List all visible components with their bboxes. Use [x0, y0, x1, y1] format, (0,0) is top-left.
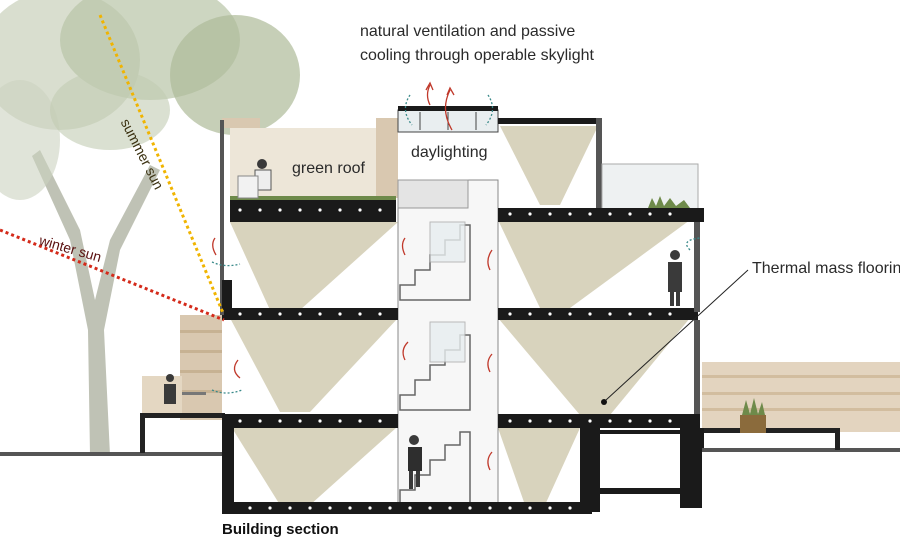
top-room-roof [498, 118, 602, 124]
tree [0, 0, 300, 455]
light-cones [230, 126, 690, 505]
daylighting-label: daylighting [411, 144, 488, 161]
thermal-mass-dot [601, 399, 607, 405]
top-room-wall [596, 118, 602, 208]
skylight [397, 106, 499, 133]
deck-fence-right [700, 362, 900, 450]
diagram-title: Building section [222, 521, 339, 538]
winter-sun-ray [0, 228, 225, 322]
ground-line [0, 452, 225, 456]
walls [220, 120, 704, 512]
ventilation-label-line1: natural ventilation and passive [360, 23, 576, 40]
green-roof-slab [230, 200, 396, 222]
ventilation-label: natural ventilation and passive cooling … [360, 20, 594, 68]
deck-fence-left [140, 315, 225, 453]
people [164, 159, 682, 489]
roof-planting-right [648, 196, 690, 208]
thermal-mass-label: Thermal mass flooring [752, 260, 900, 277]
roof-parapet-left [222, 118, 260, 128]
roof-parapet-right [376, 118, 398, 198]
green-roof-planting [230, 196, 396, 201]
floor-slabs [222, 208, 704, 514]
ventilation-label-line2: cooling through operable skylight [360, 47, 594, 64]
radiant-heating-dots [238, 208, 672, 510]
ground-line-right [700, 448, 900, 452]
cool-air-arrows [211, 94, 701, 394]
green-roof-label: green roof [292, 160, 365, 177]
warm-air-arrows [212, 81, 493, 471]
thermal-mass-leader [605, 269, 749, 401]
